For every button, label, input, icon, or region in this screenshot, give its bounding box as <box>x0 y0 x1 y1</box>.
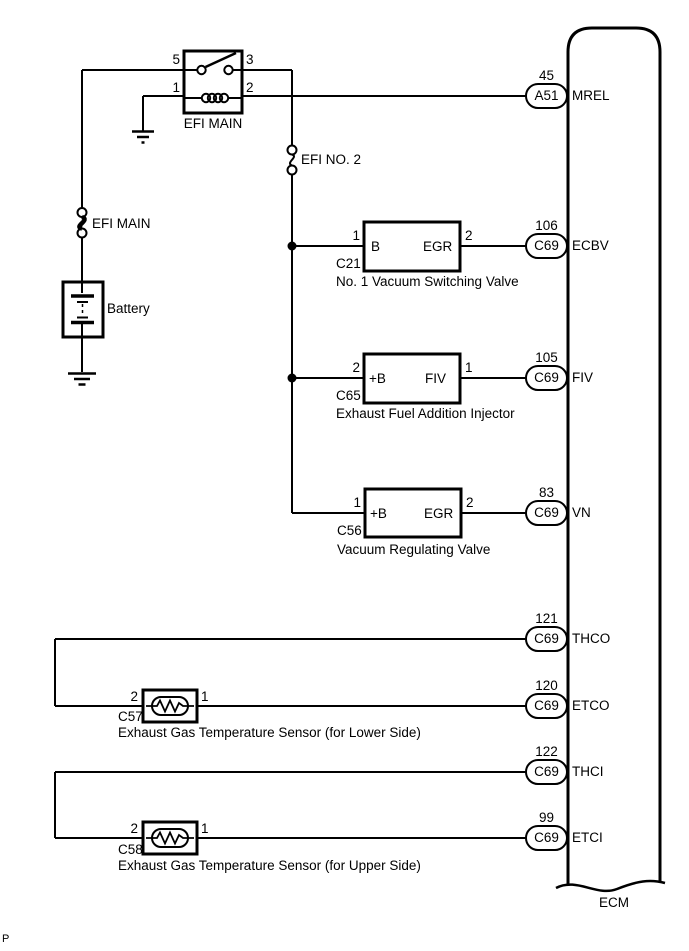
ecm-pin-ovals <box>525 83 568 851</box>
sensor-description: Exhaust Gas Temperature Sensor (for Lowe… <box>118 725 421 740</box>
connector-label: C69 <box>534 764 559 779</box>
terminal-right-label: FIV <box>425 371 447 386</box>
component-description: Vacuum Regulating Valve <box>337 542 491 557</box>
component-pin-right: 1 <box>465 360 473 375</box>
pin-number: 83 <box>538 485 555 500</box>
terminal-left-label: B <box>371 239 381 254</box>
relay-switch-contacts <box>184 51 242 76</box>
ecm-outline <box>555 26 666 893</box>
component-box-c21 <box>362 220 462 273</box>
connector-label: C69 <box>534 631 559 646</box>
relay-coil <box>184 92 242 104</box>
ecm-pin-name: ETCO <box>572 698 610 713</box>
fuse-efi-no2-label: EFI NO. 2 <box>301 152 362 167</box>
fuse-efi-no2-symbol <box>286 144 298 176</box>
pin-number: 121 <box>535 611 558 626</box>
component-pin-left: 1 <box>352 228 360 243</box>
sensor-pin-left: 2 <box>130 821 138 836</box>
component-pin-left: 2 <box>352 360 360 375</box>
relay-label: EFI MAIN <box>183 116 243 131</box>
sensor-pin-left: 2 <box>130 689 138 704</box>
pin-number: 45 <box>538 68 555 83</box>
wires <box>54 69 526 839</box>
pin-number: 122 <box>535 744 558 759</box>
terminal-left-label: +B <box>369 371 386 386</box>
sensor-pin-right: 1 <box>201 821 209 836</box>
component-description: Exhaust Fuel Addition Injector <box>336 406 515 421</box>
connector-label: C69 <box>534 830 559 845</box>
connector-label: A51 <box>534 88 559 103</box>
component-id: C21 <box>336 256 361 271</box>
junction-dots <box>287 241 297 383</box>
page-corner-label: P <box>2 933 10 945</box>
sensor-id: C57 <box>118 709 143 724</box>
ecm-pin-name: MREL <box>572 88 610 103</box>
thermistor-zigzag <box>146 698 194 714</box>
terminal-right-label: EGR <box>424 506 454 521</box>
sensor-box-c58 <box>141 820 199 856</box>
component-description: No. 1 Vacuum Switching Valve <box>336 274 519 289</box>
ecm-wavy-bottom-edge <box>555 879 666 893</box>
ecm-pin-name: FIV <box>572 370 594 385</box>
fuse-efi-main-label: EFI MAIN <box>92 216 151 231</box>
thermistor-zigzag <box>146 830 194 846</box>
sensor-id: C58 <box>118 842 143 857</box>
connector-label: C69 <box>534 370 559 385</box>
component-box-c65 <box>362 352 462 405</box>
relay-pin-5: 5 <box>172 52 180 67</box>
component-pin-left: 1 <box>353 495 361 510</box>
pin-number: 120 <box>535 678 558 693</box>
relay-box <box>182 49 244 115</box>
terminal-left-label: +B <box>370 506 387 521</box>
component-pin-right: 2 <box>465 228 473 243</box>
ground-symbol-battery <box>68 372 96 386</box>
ground-symbol-relay <box>132 130 154 144</box>
component-pin-right: 2 <box>466 495 474 510</box>
ecm-pin-name: THCI <box>572 764 604 779</box>
battery-label: Battery <box>107 301 150 316</box>
relay-pin-2: 2 <box>246 80 254 95</box>
ecm-pin-name: VN <box>572 505 591 520</box>
relay-pin-3: 3 <box>246 52 254 67</box>
sensor-box-c57 <box>141 688 199 724</box>
connector-label: C69 <box>534 505 559 520</box>
connector-label: C69 <box>534 698 559 713</box>
pin-number: 99 <box>538 810 555 825</box>
ecm-pin-name: THCO <box>572 631 611 646</box>
ecm-label: ECM <box>599 895 629 910</box>
fuse-efi-main-symbol <box>76 207 88 239</box>
connector-label: C69 <box>534 238 559 253</box>
pin-number: 106 <box>535 218 558 233</box>
sensor-description: Exhaust Gas Temperature Sensor (for Uppe… <box>118 858 421 873</box>
ecm-pin-name: ETCI <box>572 830 603 845</box>
sensor-pin-right: 1 <box>201 689 209 704</box>
pin-number: 105 <box>535 350 558 365</box>
component-id: C65 <box>336 388 361 403</box>
ecm-pin-name: ECBV <box>572 238 609 253</box>
component-id: C56 <box>337 523 362 538</box>
component-box-c56 <box>363 487 463 539</box>
battery-symbol <box>61 280 105 339</box>
terminal-right-label: EGR <box>423 239 453 254</box>
relay-pin-1: 1 <box>172 80 180 95</box>
